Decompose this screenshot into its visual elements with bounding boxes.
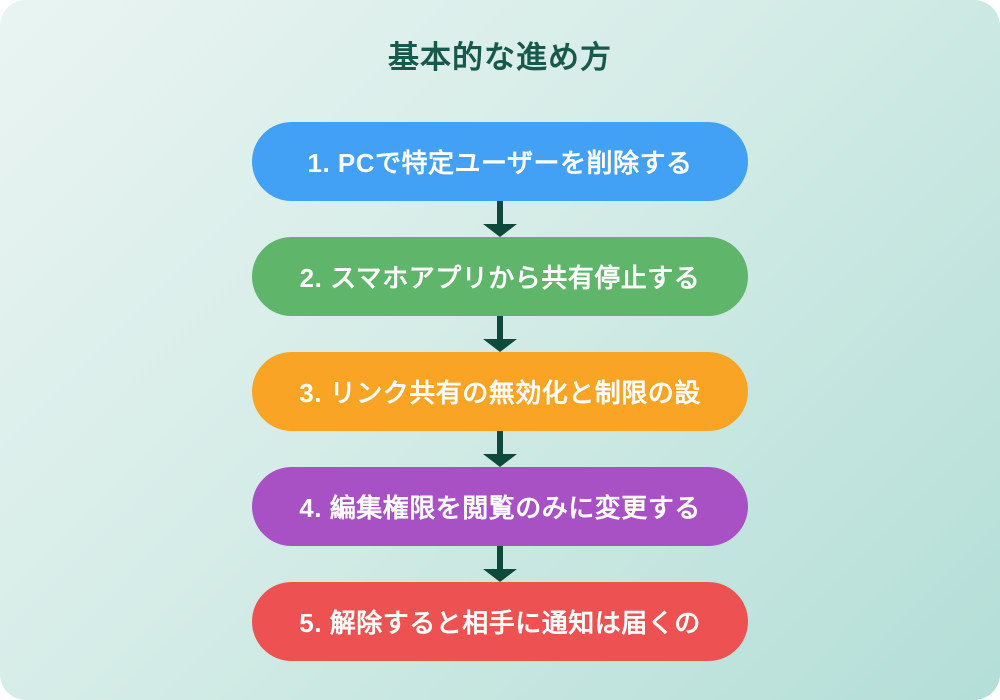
arrow-down-icon [483, 431, 517, 467]
arrow-line [497, 316, 503, 339]
arrow-head [483, 224, 517, 237]
arrow-down-icon [483, 201, 517, 237]
arrow-head [483, 569, 517, 582]
step-3-box: 3. リンク共有の無効化と制限の設 [252, 352, 748, 431]
flowchart: 1. PCで特定ユーザーを削除する 2. スマホアプリから共有停止する 3. リ… [252, 122, 748, 661]
step-4-box: 4. 編集権限を閲覧のみに変更する [252, 467, 748, 546]
arrow-line [497, 201, 503, 224]
step-1-box: 1. PCで特定ユーザーを削除する [252, 122, 748, 201]
arrow-down-icon [483, 546, 517, 582]
arrow-line [497, 546, 503, 569]
arrow-down-icon [483, 316, 517, 352]
arrow-line [497, 431, 503, 454]
arrow-head [483, 339, 517, 352]
step-5-box: 5. 解除すると相手に通知は届くの [252, 582, 748, 661]
arrow-head [483, 454, 517, 467]
page-title: 基本的な進め方 [388, 40, 612, 75]
step-2-box: 2. スマホアプリから共有停止する [252, 237, 748, 316]
